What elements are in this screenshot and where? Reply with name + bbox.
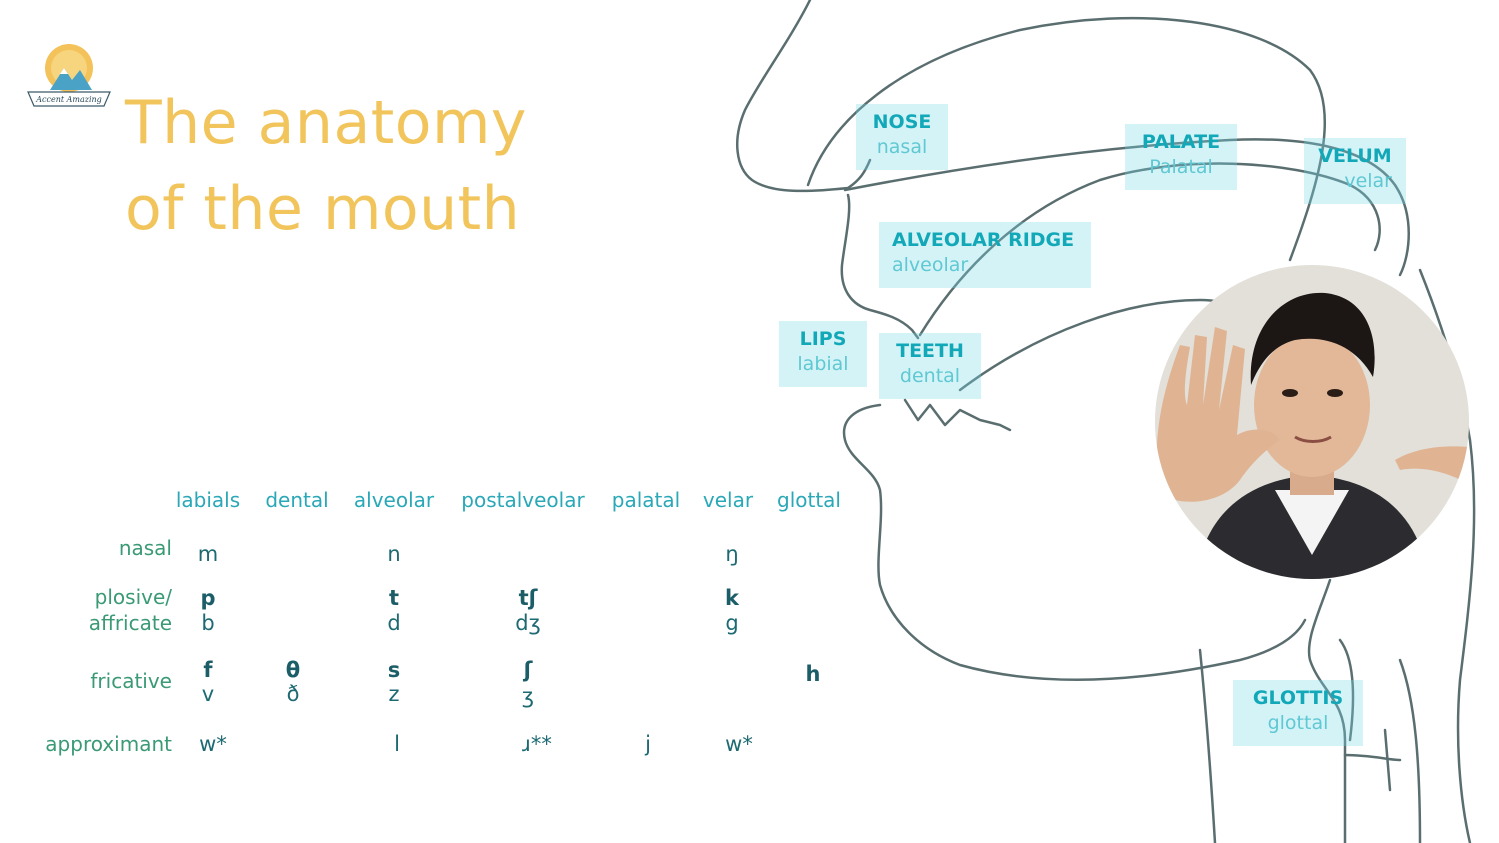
svg-text:Accent Amazing: Accent Amazing: [35, 95, 102, 104]
column-header-labials: labials: [175, 488, 241, 512]
label-alveolar-ridge: ALVEOLAR RIDGE alveolar: [879, 222, 1091, 288]
label-glottis-term: glottal: [1267, 712, 1329, 734]
presenter-icon: [1155, 265, 1469, 579]
label-glottis: GLOTTIS glottal: [1233, 680, 1363, 746]
label-glottis-name: GLOTTIS: [1252, 687, 1344, 709]
label-lips-name: LIPS: [799, 328, 847, 350]
label-teeth-name: TEETH: [896, 340, 964, 362]
label-alveolar-ridge-name: ALVEOLAR RIDGE: [892, 229, 1075, 251]
title-line-2: of the mouth: [125, 174, 521, 244]
ipa-symbol: tʃ: [518, 586, 538, 610]
column-header-postalveolar: postalveolar: [461, 488, 585, 512]
row-header-affricate: affricate: [88, 611, 172, 635]
label-palate: PALATE Palatal: [1125, 124, 1237, 190]
ipa-symbol: l: [394, 732, 400, 756]
ipa-symbol: g: [725, 611, 739, 635]
ipa-symbol: ɹ**: [522, 732, 552, 756]
label-nose: NOSE nasal: [856, 104, 948, 170]
ipa-symbol: f: [203, 658, 213, 682]
presenter-video: [1155, 265, 1469, 579]
row-header-fricative: fricative: [90, 669, 172, 693]
column-header-palatal: palatal: [611, 488, 681, 512]
row-header-plosive: plosive/: [94, 585, 172, 609]
title-line-1: The anatomy: [125, 88, 527, 158]
ipa-symbol: w*: [199, 732, 227, 756]
ipa-symbol: s: [387, 658, 401, 682]
row-header-nasal: nasal: [118, 536, 172, 560]
label-lips-term: labial: [797, 353, 849, 375]
label-palate-name: PALATE: [1141, 131, 1221, 153]
ipa-symbol: b: [201, 611, 215, 635]
label-velum: VELUM velar: [1304, 138, 1406, 204]
ipa-symbol: h: [805, 662, 821, 686]
slide-title: The anatomy of the mouth: [125, 80, 527, 252]
ipa-symbol: k: [725, 586, 739, 610]
label-alveolar-ridge-term: alveolar: [892, 254, 969, 276]
ipa-symbol: ʒ: [521, 684, 535, 708]
label-palate-term: Palatal: [1149, 156, 1213, 178]
ipa-symbol: p: [200, 586, 216, 610]
ipa-symbol: z: [388, 682, 400, 706]
ipa-symbol: w*: [725, 732, 753, 756]
column-header-dental: dental: [265, 488, 329, 512]
ipa-symbol: ʃ: [523, 658, 533, 682]
label-nose-term: nasal: [876, 136, 928, 158]
label-velum-term: velar: [1344, 170, 1392, 192]
accent-amazing-logo: Accent Amazing: [24, 38, 114, 110]
label-nose-name: NOSE: [872, 111, 932, 133]
column-header-alveolar: alveolar: [353, 488, 435, 512]
ipa-symbol: j: [645, 732, 651, 756]
ipa-symbol: n: [387, 542, 401, 566]
label-lips: LIPS labial: [779, 321, 867, 387]
label-teeth-term: dental: [899, 365, 961, 387]
ipa-symbol: d: [387, 611, 401, 635]
ipa-symbol: ŋ: [725, 542, 739, 566]
ipa-symbol: t: [388, 586, 400, 610]
row-header-approximant: approximant: [45, 732, 172, 756]
label-teeth: TEETH dental: [879, 333, 981, 399]
ipa-symbol: θ: [285, 658, 301, 682]
ipa-symbol: dʒ: [515, 611, 541, 635]
ipa-symbol: ð: [286, 682, 300, 706]
ipa-symbol: m: [197, 542, 219, 566]
column-header-glottal: glottal: [777, 488, 841, 512]
label-velum-name: VELUM: [1318, 145, 1392, 167]
column-header-velar: velar: [702, 488, 754, 512]
ipa-symbol: v: [201, 682, 215, 706]
